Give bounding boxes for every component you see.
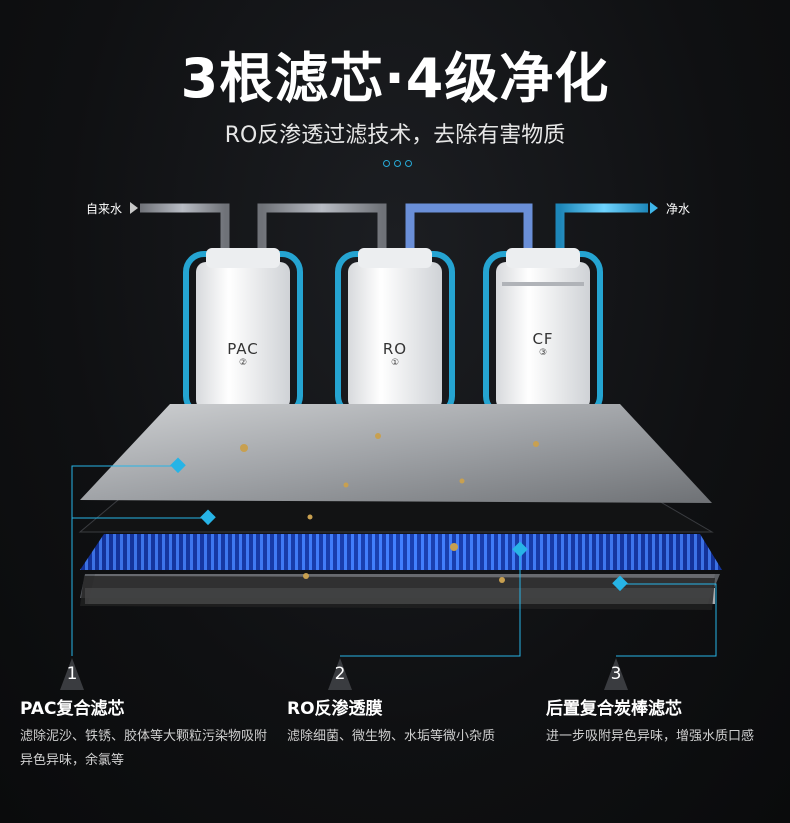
cartridge-label-pac: PAC ② <box>196 340 290 368</box>
layer-title: 后置复合炭棒滤芯 <box>546 699 682 719</box>
page-subtitle: RO反渗透过滤技术，去除有害物质 <box>224 123 566 148</box>
cartridge-number: ② <box>238 358 248 368</box>
layer-number-3: 3 <box>610 664 622 684</box>
cartridge-number: ③ <box>538 348 548 358</box>
number-triangles <box>60 658 628 690</box>
cartridge-ro <box>335 248 455 417</box>
callout-lines <box>71 465 717 657</box>
inlet-label: 自来水 <box>86 202 123 216</box>
cartridge-name: RO <box>382 340 408 358</box>
layer-info-1: PAC复合滤芯 滤除泥沙、铁锈、胶体等大颗粒污染物吸附异色异味，余氯等 <box>20 668 270 773</box>
layer-info-3: 后置复合炭棒滤芯 进一步吸附异色异味，增强水质口感 <box>546 668 786 749</box>
cartridge-label-ro: RO ① <box>348 340 442 368</box>
decorative-dots <box>383 160 412 167</box>
cartridge-number: ① <box>390 358 400 368</box>
cartridge-name: PAC <box>227 340 259 358</box>
layer-number-2: 2 <box>334 664 346 684</box>
filter-layers <box>78 404 722 610</box>
layer-description: 滤除细菌、微生物、水垢等微小杂质 <box>287 729 496 744</box>
outlet-label: 净水 <box>666 202 691 216</box>
layer-info-2: RO反渗透膜 滤除细菌、微生物、水垢等微小杂质 <box>287 668 527 749</box>
layer-number-1: 1 <box>66 664 78 684</box>
page-title: 3根滤芯·4级净化 <box>180 47 610 110</box>
layer-title: RO反渗透膜 <box>287 699 383 719</box>
water-pipes <box>130 202 658 260</box>
cartridge-pac <box>183 248 303 417</box>
layer-description: 滤除泥沙、铁锈、胶体等大颗粒污染物吸附异色异味，余氯等 <box>20 729 268 768</box>
layer-title: PAC复合滤芯 <box>20 699 125 719</box>
cartridge-label-cf: CF ③ <box>496 330 590 358</box>
cartridge-name: CF <box>532 330 554 348</box>
layer-description: 进一步吸附异色异味，增强水质口感 <box>546 729 755 744</box>
